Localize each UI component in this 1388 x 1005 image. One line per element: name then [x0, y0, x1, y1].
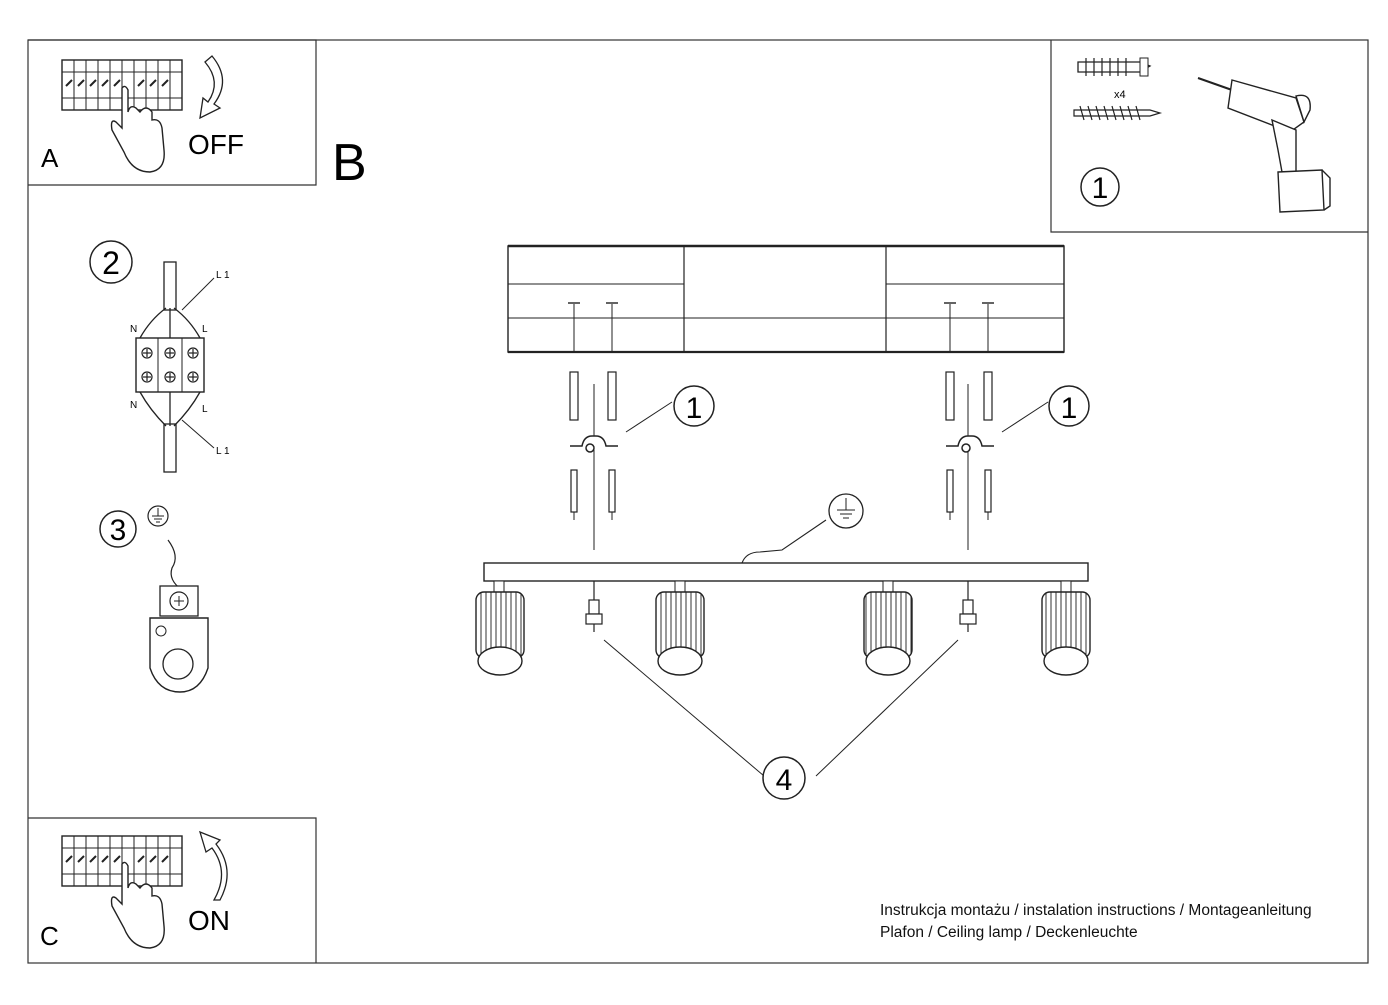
- panel-letter-a: A: [41, 143, 59, 173]
- spotlight: [475, 580, 525, 676]
- step-1-callout-left: 1: [686, 392, 703, 425]
- outer-frame: [27, 39, 1369, 964]
- ceiling: [507, 244, 1065, 354]
- wall-plug-icon: [1077, 57, 1152, 77]
- screw-icon: [570, 469, 992, 513]
- ground-icon: [147, 505, 169, 527]
- step-2-label: 2: [102, 245, 120, 281]
- fixing-bolt-left: [585, 581, 603, 632]
- drill-icon: [1197, 77, 1331, 213]
- hand-icon: [110, 861, 165, 949]
- off-label: OFF: [188, 129, 244, 160]
- tools-panel: x4 1: [1050, 40, 1368, 233]
- spotlight: [655, 580, 705, 676]
- arrow-down-icon: [199, 55, 224, 120]
- ground-icon: [741, 493, 864, 564]
- hand-icon: [110, 85, 165, 173]
- panel-letter-b: B: [332, 134, 367, 192]
- wire-l1-bottom: L 1: [216, 446, 230, 457]
- step-3-label: 3: [110, 514, 127, 547]
- step-1-callout-right: 1: [1061, 392, 1078, 425]
- lamp-bar: [483, 562, 1089, 582]
- wire-l-top: L: [202, 324, 208, 335]
- fixing-bolt-right: [959, 581, 977, 632]
- on-label: ON: [188, 905, 230, 936]
- mounting-bracket-right: [946, 435, 994, 453]
- terminal-block: [135, 337, 205, 393]
- panel-c: C ON: [28, 817, 317, 963]
- wire-n-bottom: N: [130, 400, 137, 411]
- wire-n-top: N: [130, 324, 137, 335]
- footer-line-2: Plafon / Ceiling lamp / Deckenleuchte: [880, 924, 1138, 941]
- footer-line-1: Instrukcja montażu / instalation instruc…: [880, 902, 1312, 919]
- wire-l-bottom: L: [202, 404, 208, 415]
- step-4-label: 4: [776, 764, 793, 797]
- drill-lines: [573, 304, 989, 550]
- step-1-label: 1: [1092, 172, 1109, 205]
- wiring-diagram: 2 L 1 L 1 N L N: [89, 240, 230, 473]
- mounting-bracket-left: [570, 435, 618, 453]
- arrow-up-icon: [198, 830, 228, 901]
- screw-icon: [1073, 105, 1163, 121]
- quantity-label: x4: [1114, 89, 1126, 101]
- ground-connection: 3: [99, 505, 209, 693]
- panel-a: A OFF: [28, 39, 317, 186]
- spotlight: [863, 580, 913, 676]
- spotlight: [1041, 580, 1091, 676]
- footer-caption: Instrukcja montażu / instalation instruc…: [880, 900, 1312, 944]
- wall-plug-icon: [569, 371, 993, 421]
- panel-letter-c: C: [40, 921, 59, 951]
- wire-l1-top: L 1: [216, 270, 230, 281]
